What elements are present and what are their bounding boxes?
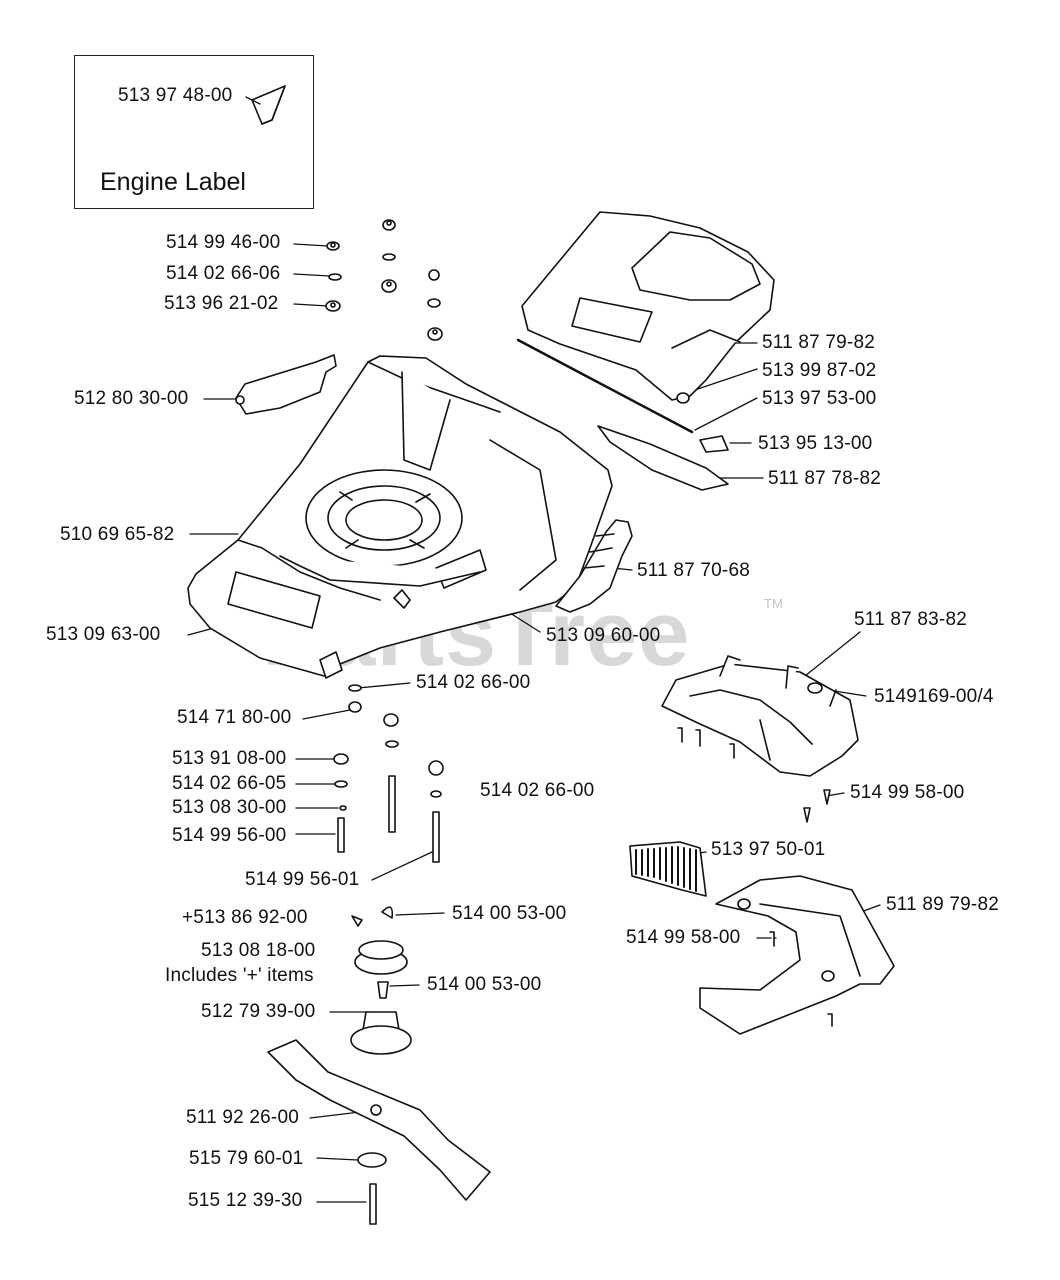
part-label: 514 02 66-00 [480,780,595,801]
flap-511877882 [597,425,729,491]
includes-note: Includes '+' items [165,965,314,986]
part-label: 513 08 30-00 [172,797,287,818]
part-label: 511 87 79-82 [762,332,875,353]
handle-bracket-511877068 [555,519,633,613]
engine-label-caption: Engine Label [100,168,246,196]
part-label: 514 02 66-05 [172,773,287,794]
part-label: 514 99 56-01 [245,869,360,890]
part-label: 515 79 60-01 [189,1148,304,1169]
part-label: 513 95 13-00 [758,433,873,454]
decal-513975001 [629,841,707,897]
blade-511922600 [267,1039,491,1201]
deflector-511897982 [699,875,895,1035]
rear-housing-511878382 [661,655,859,777]
part-label: 514 71 80-00 [177,707,292,728]
watermark-tm: TM [764,596,783,611]
part-label: 514 02 66-00 [416,672,531,693]
rear-cover-511877982 [521,211,775,404]
part-label: 513 09 63-00 [46,624,161,645]
part-label: 511 89 79-82 [886,894,999,915]
part-label: 514 00 53-00 [452,903,567,924]
part-label: 513 97 53-00 [762,388,877,409]
part-label: 513 99 87-02 [762,360,877,381]
engine-label-box [74,55,314,209]
part-label: 514 00 53-00 [427,974,542,995]
part-label: 511 87 78-82 [768,468,881,489]
bracket-512803000 [235,354,337,415]
lower-hardware [333,684,444,1055]
rod-513998702 [516,338,694,434]
part-label: +513 86 92-00 [182,907,308,928]
engine-label-sticker [251,85,286,125]
part-label: 515 12 39-30 [188,1190,303,1211]
part-label: 5149169-00/4 [874,686,994,707]
part-label: 510 69 65-82 [60,524,175,545]
part-label: 512 80 30-00 [74,388,189,409]
part-label: 513 97 50-01 [711,839,826,860]
mower-deck-housing [187,355,613,679]
part-label: 514 99 58-00 [626,927,741,948]
label-513974800: 513 97 48-00 [118,85,233,106]
part-label: 511 87 70-68 [637,560,750,581]
part-label: 511 87 83-82 [854,609,967,630]
part-label: 514 02 66-06 [166,263,281,284]
part-label: 514 99 56-00 [172,825,287,846]
part-label: 513 91 08-00 [172,748,287,769]
part-label: 513 96 21-02 [164,293,279,314]
screws-rear [677,727,831,823]
top-hardware [325,219,443,341]
part-label: 514 99 46-00 [166,232,281,253]
part-label: 514 99 58-00 [850,782,965,803]
part-label: 513 08 18-00 [201,940,316,961]
part-label: 513 09 60-00 [546,625,661,646]
part-label: 511 92 26-00 [186,1107,299,1128]
part-label: 512 79 39-00 [201,1001,316,1022]
clip-513951300 [699,435,729,453]
